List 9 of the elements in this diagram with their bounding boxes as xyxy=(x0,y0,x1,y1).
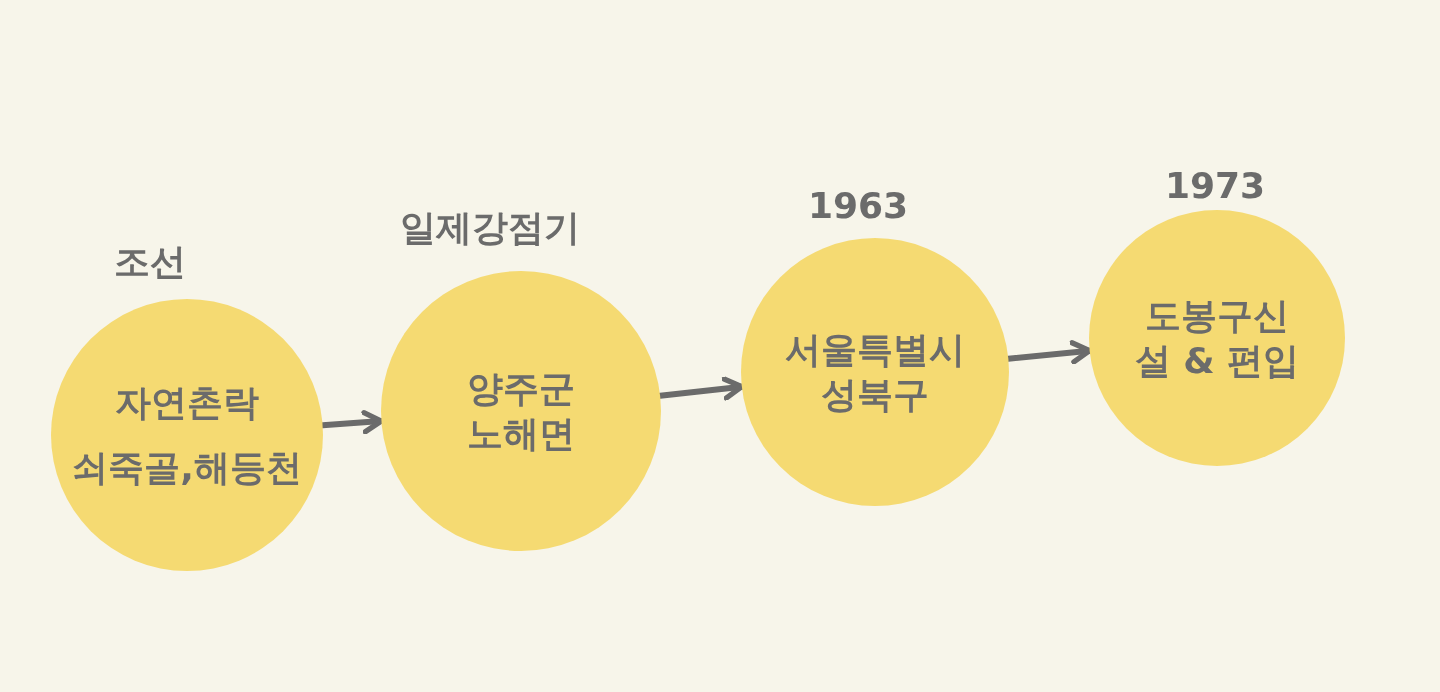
heading-text: 일제강점기 xyxy=(400,205,580,250)
circle-text: 자연촌락 xyxy=(114,381,260,425)
heading-text: 조선 xyxy=(114,239,186,284)
heading-text: 1973 xyxy=(1164,164,1266,206)
circle-text: 쇠죽골,해등천 xyxy=(72,446,302,490)
circle-text: 서울특별시 성북구 xyxy=(784,328,966,417)
circle-text: 도봉구신설 & 편입 xyxy=(1133,294,1301,383)
heading-text: 1963 xyxy=(807,184,909,226)
circle-text: 양주군 노해면 xyxy=(466,367,576,456)
